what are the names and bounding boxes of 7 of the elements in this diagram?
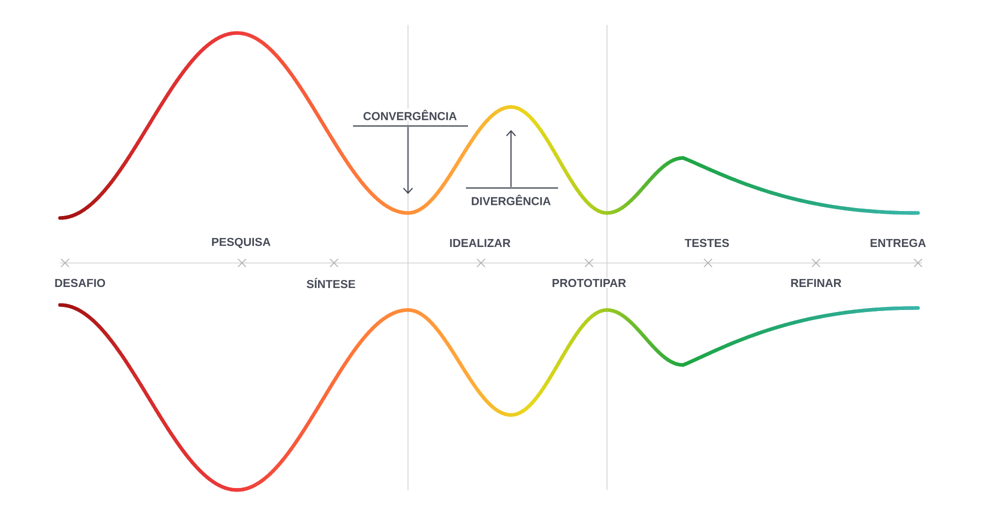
stage-label: CONVERGÊNCIA [362, 108, 458, 122]
stage-label: DIVERGÊNCIA [470, 194, 552, 206]
stage-label: TESTES [684, 238, 730, 248]
stage-label: SÍNTESE [305, 276, 357, 290]
stage-label: REFINAR [789, 278, 843, 288]
stage-label: PESQUISA [210, 236, 272, 250]
stage-label: IDEALIZAR [448, 238, 512, 248]
